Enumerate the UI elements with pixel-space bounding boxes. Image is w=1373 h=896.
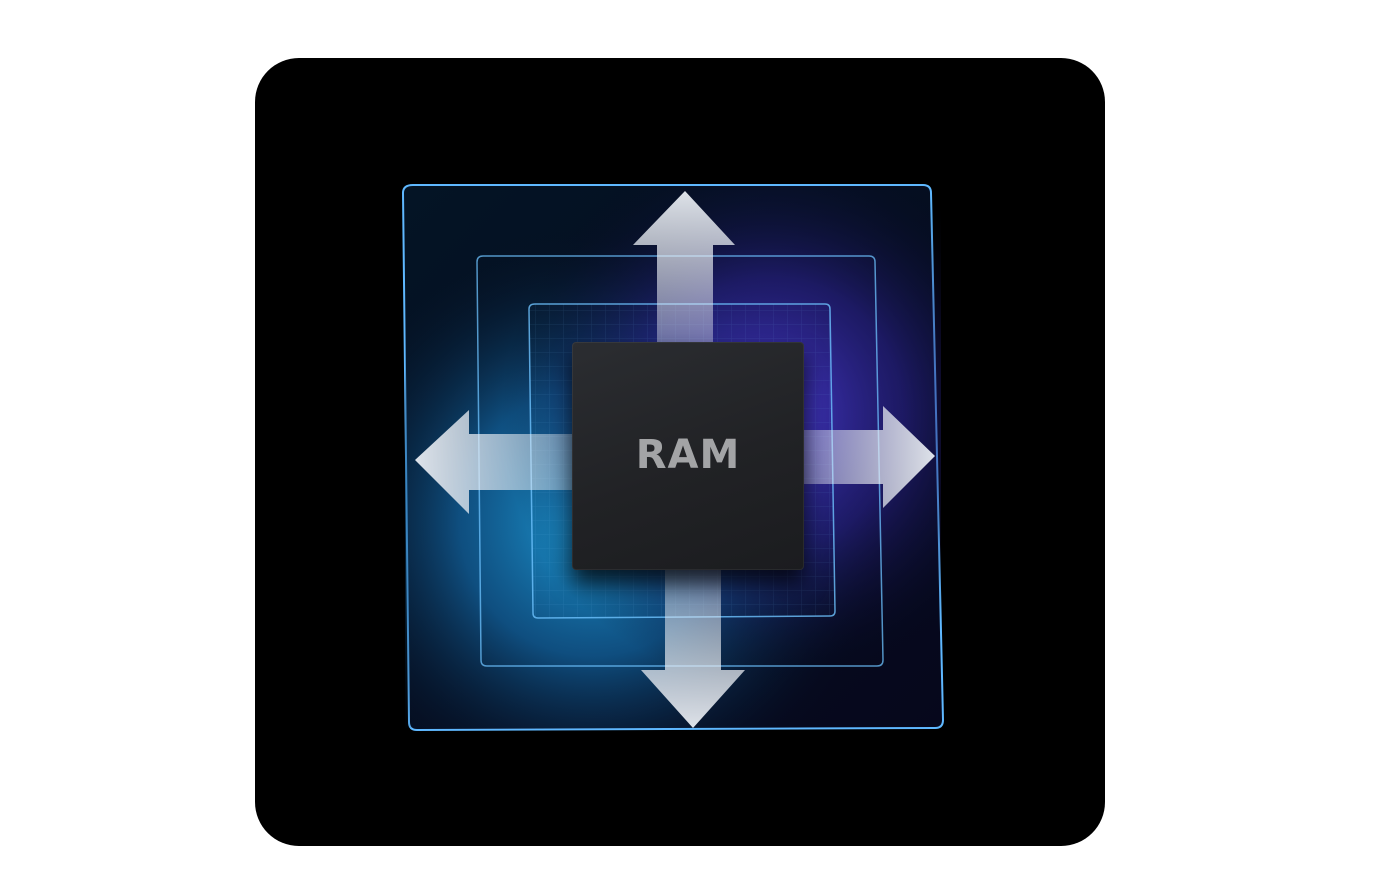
arrow-up-icon — [633, 191, 735, 350]
middle-ring — [476, 255, 884, 667]
ram-chip: RAM — [572, 342, 804, 570]
arrow-left-icon — [415, 410, 577, 514]
illustration-card: RAM — [255, 58, 1105, 846]
ram-chip-label: RAM — [635, 432, 741, 478]
arrow-right-icon — [801, 406, 935, 508]
arrow-down-icon — [641, 570, 745, 728]
